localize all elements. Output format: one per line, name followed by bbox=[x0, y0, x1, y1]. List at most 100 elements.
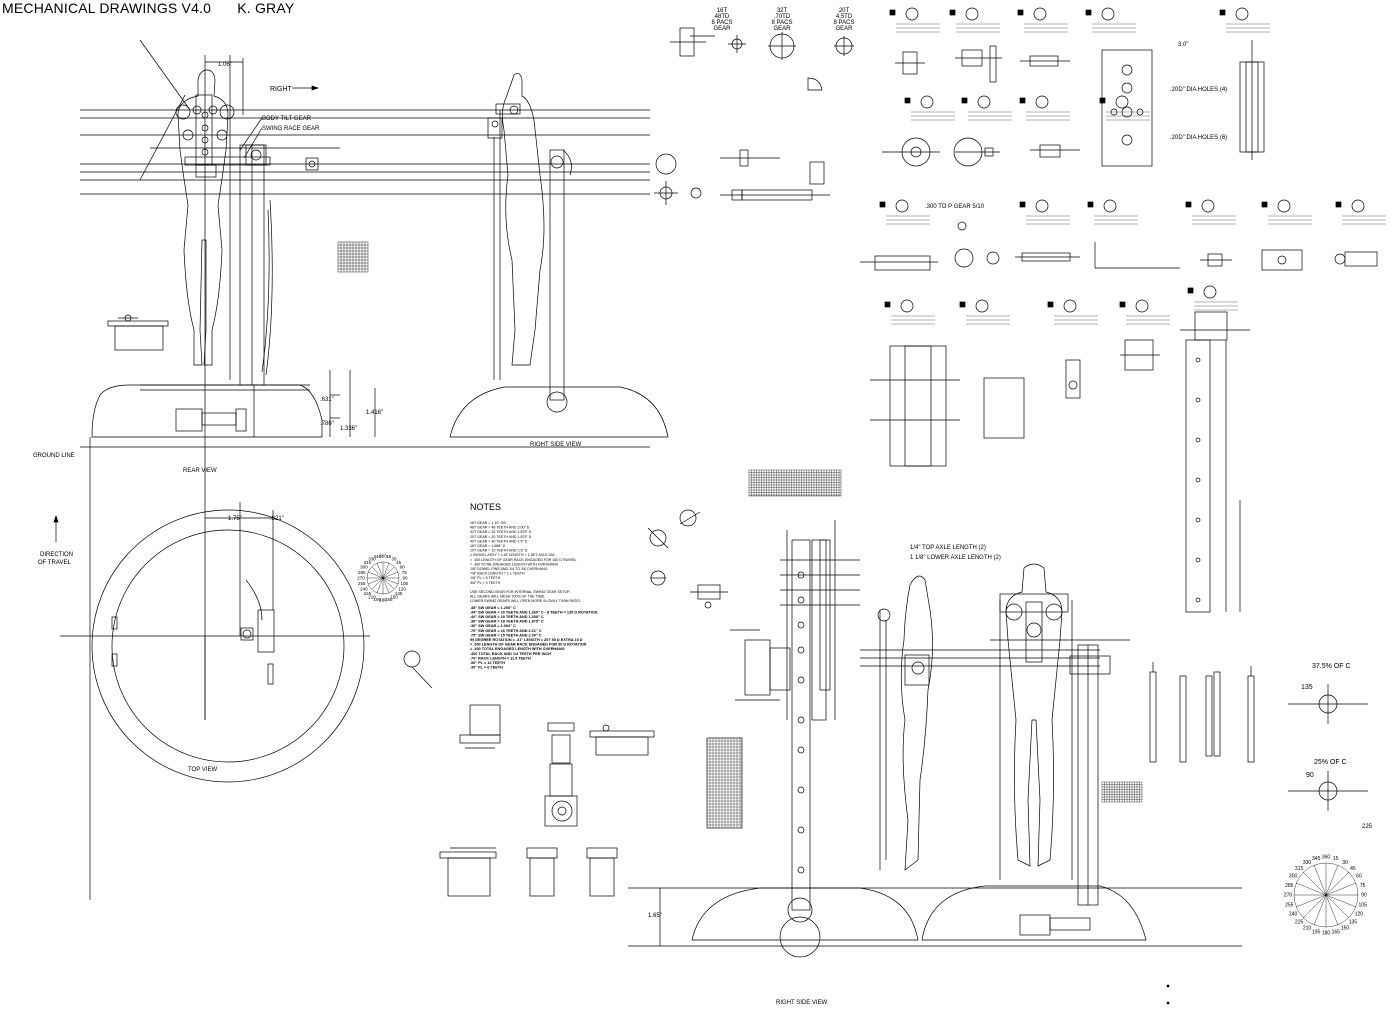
rose-label: 150 bbox=[1341, 926, 1350, 932]
rose-label: 30 bbox=[391, 556, 397, 561]
part-detail bbox=[904, 95, 955, 121]
notes-bold-line: .36" SW GEAR = 18 TEETH AND 1.875" C bbox=[470, 620, 544, 624]
dim-175: 1.75" bbox=[228, 516, 242, 522]
rose-label: 75 bbox=[402, 570, 408, 575]
rose-label: 225 bbox=[364, 591, 372, 596]
dim-165: 1.65" bbox=[648, 913, 662, 919]
part-drawing bbox=[1200, 253, 1232, 267]
notes-line: 48T GEAR = 48 TEETH AND 3.00" D bbox=[470, 526, 530, 530]
hatch-grid bbox=[1101, 781, 1143, 803]
dim-1416: 1.416" bbox=[366, 410, 383, 416]
direction-label-2: OF TRAVEL bbox=[38, 560, 71, 566]
notes-bold-line: .75" SW GEAR = 15 TEETH AND 2.00" C bbox=[470, 633, 542, 637]
part-drawing bbox=[1030, 144, 1080, 158]
notes-line: = .100 LENGTH OF GEAR RACK ENGAGED FOR 1… bbox=[470, 558, 577, 562]
part-drawing bbox=[983, 377, 1025, 439]
rear-base bbox=[80, 370, 650, 900]
compass-rose-right bbox=[1293, 862, 1359, 928]
right-side-view-label-top: RIGHT SIDE VIEW bbox=[530, 442, 582, 448]
notes-bold-line: .50" PL = 10 TEETH bbox=[470, 661, 505, 665]
notes-bold-line: = .400 TOTAL ENGAGED LENGTH WITH OVERHAN… bbox=[470, 647, 565, 651]
rear-view-label: REAR VIEW bbox=[183, 468, 217, 474]
part-drawing bbox=[1261, 249, 1303, 271]
rose-label: 240 bbox=[1289, 912, 1298, 918]
rose-label: 150 bbox=[390, 595, 398, 600]
top-view bbox=[60, 502, 370, 783]
rose-label: 255 bbox=[1285, 903, 1294, 909]
hatch-grid bbox=[748, 469, 842, 497]
gear1-line1: 16T bbox=[717, 8, 728, 14]
part-detail bbox=[1119, 299, 1170, 325]
rose-label: 45 bbox=[1350, 866, 1356, 872]
hatch-grid bbox=[706, 737, 743, 829]
part-drawing bbox=[1065, 359, 1081, 399]
part-detail bbox=[884, 299, 935, 325]
part-detail bbox=[959, 299, 1010, 325]
part-detail bbox=[1261, 199, 1312, 225]
part-drawing bbox=[1239, 40, 1265, 160]
rose-label: 60 bbox=[1356, 874, 1362, 880]
percent-label-1: 37.5% OF C bbox=[1312, 663, 1351, 670]
notes-line: 40T GEAR = 40 TEETH AND 2.5" D bbox=[470, 539, 528, 543]
part-detail bbox=[1019, 199, 1070, 225]
gear3-line2: 4.5TD bbox=[836, 14, 853, 20]
notes-line: USE SECOND GEAR FOR INTERNAL SWING GEAR … bbox=[470, 590, 570, 594]
percent-label-2: 25% OF C bbox=[1314, 759, 1347, 766]
percent-circle-1 bbox=[1288, 684, 1368, 724]
rose-label: 195 bbox=[1312, 929, 1321, 935]
top-view-label: TOP VIEW bbox=[188, 767, 217, 773]
rose-label: 45 bbox=[396, 560, 402, 565]
rear-view bbox=[80, 39, 650, 720]
part-detail bbox=[879, 199, 930, 225]
rose-label: 210 bbox=[1303, 926, 1312, 932]
dim-786: .786" bbox=[320, 421, 334, 427]
gear2-line4: GEAR bbox=[773, 26, 791, 32]
notes-line: 20T GEAR = 20 TEETH AND 1.875" D bbox=[470, 535, 532, 539]
part-drawing bbox=[954, 221, 1000, 268]
rose-label: 90 bbox=[402, 576, 408, 581]
rose-label: 120 bbox=[398, 587, 406, 592]
servo-group bbox=[439, 704, 655, 897]
rose-label: 315 bbox=[1295, 866, 1304, 872]
notes-line: 1/8" PL = 6 TEETH bbox=[470, 576, 501, 580]
part-detail bbox=[1047, 299, 1098, 325]
part-detail bbox=[1219, 7, 1270, 33]
part-drawing bbox=[870, 345, 960, 467]
notes-bold-line: .30" PL = 6 TEETH bbox=[470, 666, 503, 670]
notes-line: 1 SWIVEL ASSY + 1 AT LENGTH = 1 SET AXLE… bbox=[470, 553, 555, 557]
rose-label: 300 bbox=[360, 565, 368, 570]
rose-label: 180 bbox=[379, 598, 387, 603]
gear2-line1: 32T bbox=[777, 8, 788, 14]
rose-label: 135 bbox=[395, 591, 403, 596]
gear1-line3: 8 PACS bbox=[712, 20, 733, 26]
part-detail bbox=[949, 7, 1000, 33]
notes-bold-line: = .300 LENGTH OF GEAR RACK ENGAGED FOR 9… bbox=[470, 643, 587, 647]
notes-line: 16T GEAR = 1.688" D bbox=[470, 544, 506, 548]
notes-line: 3/8" PL = 9 TEETH bbox=[470, 581, 501, 585]
rose-label: 60 bbox=[400, 565, 406, 570]
dim-1336: 1.336" bbox=[340, 426, 357, 432]
part-detail bbox=[1187, 285, 1238, 311]
dim-106: 1.06" bbox=[218, 62, 232, 68]
part-detail bbox=[1335, 199, 1386, 225]
notes-line: = .400 TOTAL ENGAGED LENGTH WITH OVERHAN… bbox=[470, 562, 559, 566]
rose-label: 315 bbox=[364, 560, 372, 565]
rod-details bbox=[1149, 662, 1255, 763]
rose-label: 120 bbox=[1355, 912, 1364, 918]
rose-label: 105 bbox=[401, 581, 409, 586]
part-drawing bbox=[1334, 251, 1378, 267]
small-callouts bbox=[647, 509, 728, 609]
direction-label-1: DIRECTION bbox=[40, 552, 73, 558]
author-text: K. GRAY bbox=[237, 0, 295, 16]
rose-label: 105 bbox=[1359, 903, 1368, 909]
part-detail bbox=[1019, 95, 1070, 121]
rose-label: 285 bbox=[1285, 883, 1294, 889]
rose-label: 360 bbox=[379, 554, 387, 559]
rose-label: 15 bbox=[386, 554, 392, 559]
compass-rose-left bbox=[366, 561, 400, 595]
notes-title: NOTES bbox=[470, 502, 501, 512]
title-text: MECHANICAL DRAWINGS V4.0 bbox=[2, 0, 212, 16]
notes-line: 16T GEAR = 1.10" OD bbox=[470, 521, 506, 525]
rose-label: 75 bbox=[1360, 883, 1366, 889]
rose-label: 195 bbox=[374, 597, 382, 602]
